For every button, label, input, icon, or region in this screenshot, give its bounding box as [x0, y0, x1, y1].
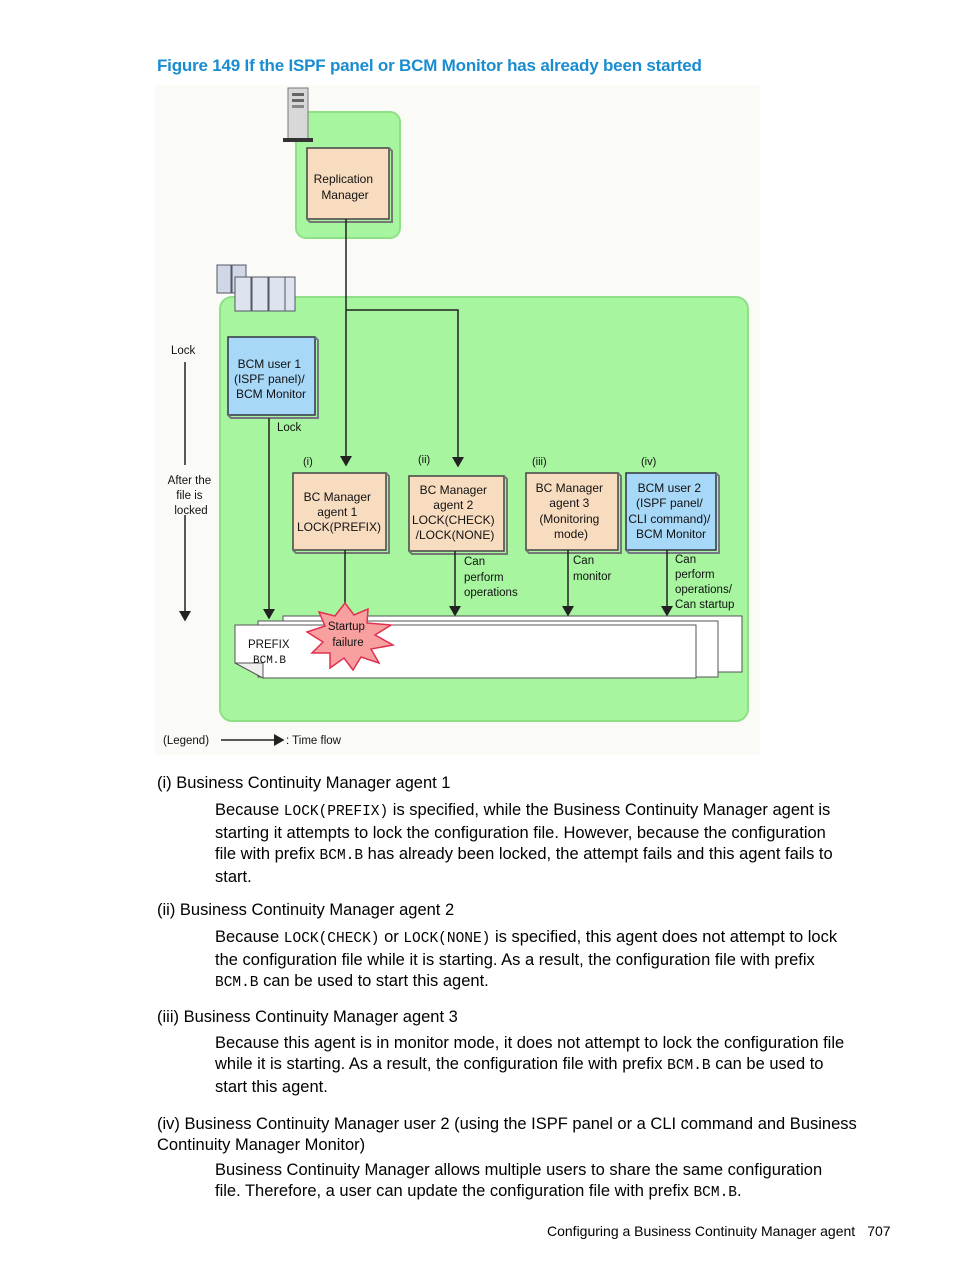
- marker-i: (i): [303, 456, 313, 468]
- marker-iii: (iii): [532, 456, 547, 468]
- agent1-box: [292, 472, 387, 551]
- body-text: Business Continuity Manager allows multi…: [215, 1161, 823, 1200]
- agent1-label: BC Manager agent 1 LOCK(PREFIX): [297, 490, 381, 534]
- body-text: has already been locked, the attempt fai…: [215, 845, 833, 886]
- marker-ii: (ii): [418, 454, 430, 466]
- figure-caption: Figure 149 If the ISPF panel or BCM Moni…: [157, 56, 702, 75]
- body-text: .: [736, 1182, 742, 1200]
- inline-code: BCM.B: [667, 1058, 711, 1074]
- startup-failure-label: Startup failure: [328, 621, 368, 649]
- inline-code: BCM.B: [215, 975, 259, 991]
- file-prefix-label: PREFIX: [248, 639, 290, 651]
- body-text: Because: [215, 928, 284, 946]
- body-text: is specified, this agent does not attemp…: [215, 928, 838, 969]
- replication-manager-box: [306, 147, 390, 220]
- inline-code: BCM.B: [693, 1185, 737, 1201]
- body-text: can be used to start this agent.: [215, 1055, 824, 1096]
- marker-iv: (iv): [641, 456, 656, 468]
- inline-code: LOCK(PREFIX): [283, 804, 389, 820]
- figure-diagram: Replication Manager Lock After the file …: [155, 85, 760, 755]
- page-footer: Configuring a Business Continuity Manage…: [547, 1223, 891, 1239]
- bcm-user1-label: BCM user 1 (ISPF panel)/ BCM Monitor: [234, 357, 308, 401]
- agent3-label: BC Manager agent 3 (Monitoring mode): [536, 481, 607, 541]
- item-title-iv: (iv) Business Continuity Manager user 2 …: [157, 1115, 857, 1154]
- item-body-iii: Because this agent is in monitor mode, i…: [215, 1033, 845, 1098]
- body-text: or: [379, 928, 404, 946]
- body-text: Because this agent is in monitor mode, i…: [215, 1034, 845, 1073]
- bcm-user2-box: [625, 472, 717, 551]
- footer-section-title: Configuring a Business Continuity Manage…: [547, 1223, 856, 1239]
- bcm-user2-label: BCM user 2 (ISPF panel/ CLI command)/ BC…: [628, 481, 713, 541]
- bcm-user1-box: [227, 336, 316, 416]
- user1-lock-label: Lock: [277, 422, 302, 434]
- legend-label: (Legend): [163, 735, 209, 747]
- user2-note: Can perform operations/ Can startup: [675, 554, 735, 611]
- item-title-iii: (iii) Business Continuity Manager agent …: [157, 1008, 458, 1026]
- startup-failure-burst: [305, 601, 396, 672]
- agent3-note: Can monitor: [573, 555, 612, 583]
- body-text: is specified, while the Business Continu…: [215, 801, 831, 863]
- legend-time-flow: : Time flow: [286, 735, 342, 747]
- file-name-label: BCM.B: [253, 655, 286, 667]
- replication-manager-label: Replication Manager: [314, 172, 377, 202]
- item-body-iv: Business Continuity Manager allows multi…: [215, 1160, 845, 1204]
- agent2-box: [408, 475, 505, 552]
- page-number: 707: [867, 1223, 891, 1239]
- lock-label: Lock: [171, 345, 196, 357]
- inline-code: LOCK(CHECK): [283, 931, 380, 947]
- body-text: can be used to start this agent.: [258, 972, 489, 990]
- agent2-note: Can perform operations: [464, 556, 518, 599]
- agent2-label: BC Manager agent 2 LOCK(CHECK) /LOCK(NON…: [412, 483, 498, 542]
- item-body-ii: Because LOCK(CHECK) or LOCK(NONE) is spe…: [215, 927, 845, 994]
- agent3-box: [525, 472, 619, 551]
- body-text: Because: [215, 801, 284, 819]
- after-locked-label: After the file is locked: [168, 475, 215, 517]
- storage-icon: [216, 264, 296, 312]
- server-icon: [283, 87, 313, 142]
- item-body-i: Because LOCK(PREFIX) is specified, while…: [215, 800, 845, 888]
- config-file-stack: [234, 615, 743, 679]
- item-title-ii: (ii) Business Continuity Manager agent 2: [157, 901, 455, 919]
- item-title-i: (i) Business Continuity Manager agent 1: [157, 774, 451, 792]
- inline-code: LOCK(NONE): [403, 931, 491, 947]
- inline-code: BCM.B: [319, 848, 364, 864]
